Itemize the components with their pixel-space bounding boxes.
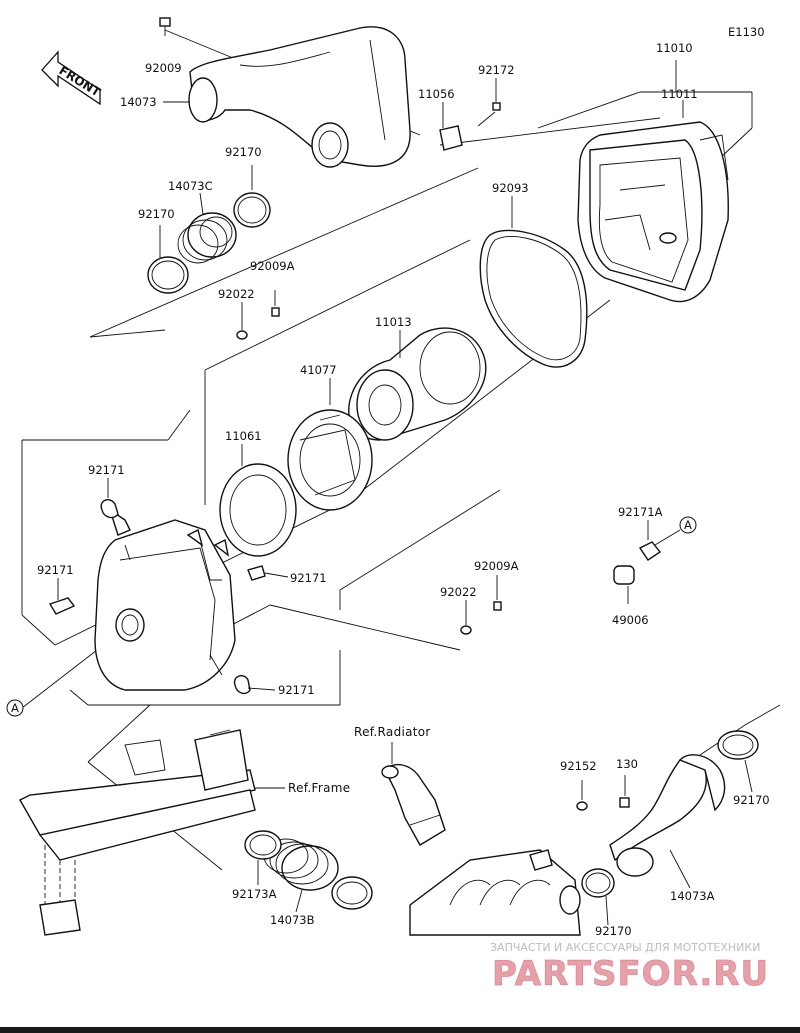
part-labels: 92009 14073 92172 11056 11010 11011 9217… (37, 41, 770, 938)
bolt-130-icon (619, 775, 630, 808)
intake-duct-14073 (188, 26, 411, 168)
label-92009a-a: 92009A (250, 259, 295, 273)
clamp-92170-upper-icon (233, 165, 271, 228)
clip-92171-b-icon (48, 578, 76, 615)
label-ref-frame: Ref.Frame (288, 781, 350, 795)
front-arrow-icon: FRONT (41, 50, 104, 106)
clip-92171-d-icon (233, 675, 276, 695)
cap-49006-icon (613, 565, 635, 604)
label-92009a-b: 92009A (474, 559, 519, 573)
label-92009: 92009 (145, 61, 182, 75)
screw-92172-icon (477, 102, 501, 127)
bolt-92009a-icon (271, 290, 280, 317)
label-92170-a: 92170 (225, 145, 262, 159)
bolt-92009a-right-icon (493, 575, 502, 611)
watermark: ЗАПЧАСТИ И АКСЕССУАРЫ ДЛЯ МОТОТЕХНИКИ PA… (490, 941, 769, 994)
label-92022-a: 92022 (218, 287, 255, 301)
clamp-92173a-icon (244, 830, 282, 885)
bottom-border (0, 1027, 800, 1033)
label-130: 130 (616, 757, 638, 771)
label-92173a: 92173A (232, 887, 277, 901)
label-14073a: 14073A (670, 889, 715, 903)
label-92022-b: 92022 (440, 585, 477, 599)
label-92172: 92172 (478, 63, 515, 77)
clamp-92170-right-icon (717, 730, 759, 793)
callout-a-left: A (6, 699, 24, 717)
washer-92152-icon (576, 780, 588, 811)
front-label: FRONT (57, 63, 104, 100)
label-14073c: 14073C (168, 179, 213, 193)
label-92171-d: 92171 (278, 683, 315, 697)
lower-housing (409, 849, 581, 936)
label-11011: 11011 (661, 87, 698, 101)
screw-92009-icon (159, 17, 171, 36)
air-cleaner-case-11011 (577, 121, 729, 303)
diagram-code: E1130 (728, 25, 765, 39)
label-11061: 11061 (225, 429, 262, 443)
label-92171-b: 92171 (37, 563, 74, 577)
bracket-11056-icon (439, 125, 463, 151)
sleeve-14073c (177, 212, 237, 264)
air-cleaner-cover (94, 508, 236, 691)
ring-11061 (219, 463, 297, 557)
gasket-92093 (479, 229, 588, 368)
label-41077: 41077 (300, 363, 337, 377)
watermark-caption: ЗАПЧАСТИ И АКСЕССУАРЫ ДЛЯ МОТОТЕХНИКИ (490, 941, 760, 954)
clip-92171-c-icon (247, 565, 289, 581)
label-92093: 92093 (492, 181, 529, 195)
label-92170-c: 92170 (733, 793, 770, 807)
duct-14073a (609, 754, 726, 877)
svg-text:A: A (684, 518, 692, 532)
svg-text:A: A (11, 701, 19, 715)
label-ref-radiator: Ref.Radiator (354, 725, 431, 739)
label-92170-d: 92170 (595, 924, 632, 938)
clamp-92170-bottom-icon (581, 868, 615, 926)
washer-92022-right-icon (460, 600, 472, 635)
label-11013: 11013 (375, 315, 412, 329)
washer-92022-icon (236, 330, 248, 340)
label-11010: 11010 (656, 41, 693, 55)
label-92171-c: 92171 (290, 571, 327, 585)
clamp-92170-mid-icon (331, 876, 373, 910)
callout-a-right: A (654, 516, 697, 546)
frame-ref (19, 729, 285, 936)
air-filter-element-11013 (348, 327, 487, 441)
label-49006: 49006 (612, 613, 649, 627)
label-11056: 11056 (418, 87, 455, 101)
label-92152: 92152 (560, 759, 597, 773)
label-14073: 14073 (120, 95, 157, 109)
label-92170-b: 92170 (138, 207, 175, 221)
label-14073b: 14073B (270, 913, 315, 927)
label-92171-a: 92171 (88, 463, 125, 477)
watermark-logo: PARTSFOR.RU (492, 954, 769, 994)
element-holder-41077 (287, 378, 373, 511)
label-92171a: 92171A (618, 505, 663, 519)
clip-92171-a-icon (100, 478, 119, 519)
clip-92171a-icon (638, 520, 662, 561)
clamp-92170-lower-icon (147, 225, 189, 294)
radiator-ref (381, 742, 446, 846)
